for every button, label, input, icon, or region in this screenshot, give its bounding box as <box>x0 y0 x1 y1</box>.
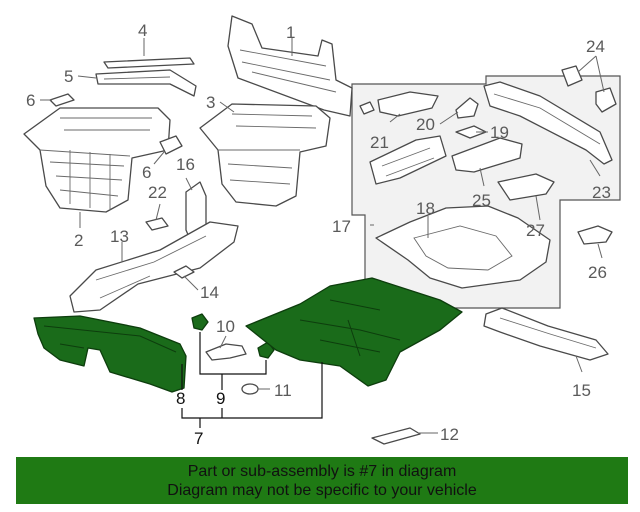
callout-9[interactable]: 9 <box>216 389 225 408</box>
banner-line-2: Diagram may not be specific to your vehi… <box>167 482 477 499</box>
part-25[interactable] <box>451 137 523 173</box>
callout-5[interactable]: 5 <box>64 67 73 86</box>
part-18[interactable] <box>375 205 551 289</box>
part-2[interactable] <box>23 107 171 213</box>
part-sub-panel[interactable] <box>369 135 447 185</box>
part-4[interactable] <box>103 57 195 69</box>
callout-25[interactable]: 25 <box>472 191 491 210</box>
callout-11[interactable]: 11 <box>274 381 292 400</box>
part-11[interactable] <box>241 383 259 395</box>
part-27[interactable] <box>497 173 555 201</box>
callout-22[interactable]: 22 <box>148 183 167 202</box>
part-20[interactable] <box>455 97 479 119</box>
callout-8[interactable]: 8 <box>176 389 185 408</box>
part-21[interactable] <box>359 91 439 117</box>
callout-23[interactable]: 23 <box>592 183 611 202</box>
part-7-highlight[interactable] <box>245 277 463 387</box>
callout-12[interactable]: 12 <box>440 425 459 444</box>
callout-4[interactable]: 4 <box>138 21 147 40</box>
callout-1[interactable]: 1 <box>286 23 295 42</box>
part-12[interactable] <box>371 427 421 445</box>
callout-14[interactable]: 14 <box>200 283 219 302</box>
part-15[interactable] <box>483 307 609 361</box>
callout-21[interactable]: 21 <box>370 133 389 152</box>
callout-24[interactable]: 24 <box>586 37 605 56</box>
part-14[interactable] <box>173 265 195 279</box>
callout-10[interactable]: 10 <box>216 317 235 336</box>
callout-16[interactable]: 16 <box>176 155 195 174</box>
part-6-upper[interactable] <box>49 93 75 107</box>
info-banner: Part or sub-assembly is #7 in diagram Di… <box>16 457 628 504</box>
part-22[interactable] <box>145 217 169 231</box>
part-9-highlight[interactable] <box>191 313 275 359</box>
part-8-highlight[interactable] <box>33 315 187 393</box>
callout-2[interactable]: 2 <box>74 231 83 250</box>
callout-15[interactable]: 15 <box>572 381 591 400</box>
part-23[interactable] <box>483 81 613 165</box>
callout-7[interactable]: 7 <box>194 429 203 448</box>
part-3[interactable] <box>199 103 331 207</box>
part-10[interactable] <box>205 343 247 361</box>
callout-26[interactable]: 26 <box>588 263 607 282</box>
part-13[interactable] <box>69 221 239 313</box>
callouts: 1 2 3 4 5 6 6 7 8 9 10 11 12 13 14 15 16… <box>26 21 611 448</box>
callout-19[interactable]: 19 <box>490 123 509 142</box>
callout-17[interactable]: 17 <box>332 217 351 236</box>
part-5[interactable] <box>95 69 197 97</box>
callout-3[interactable]: 3 <box>206 93 215 112</box>
callout-6-upper[interactable]: 6 <box>26 91 35 110</box>
leader-lines <box>40 38 605 434</box>
callout-13[interactable]: 13 <box>110 227 129 246</box>
leader-lines-bold <box>181 332 323 428</box>
part-24[interactable] <box>561 65 617 113</box>
callout-18[interactable]: 18 <box>416 199 435 218</box>
part-1[interactable] <box>227 15 353 117</box>
part-6-lower[interactable] <box>159 135 183 155</box>
callout-27[interactable]: 27 <box>526 221 545 240</box>
diagram-canvas: 1 2 3 4 5 6 6 7 8 9 10 11 12 13 14 15 16… <box>23 15 621 448</box>
callout-6-lower[interactable]: 6 <box>142 163 151 182</box>
callout-20[interactable]: 20 <box>416 115 435 134</box>
banner-line-1: Part or sub-assembly is #7 in diagram <box>187 463 457 480</box>
part-26[interactable] <box>577 225 613 245</box>
